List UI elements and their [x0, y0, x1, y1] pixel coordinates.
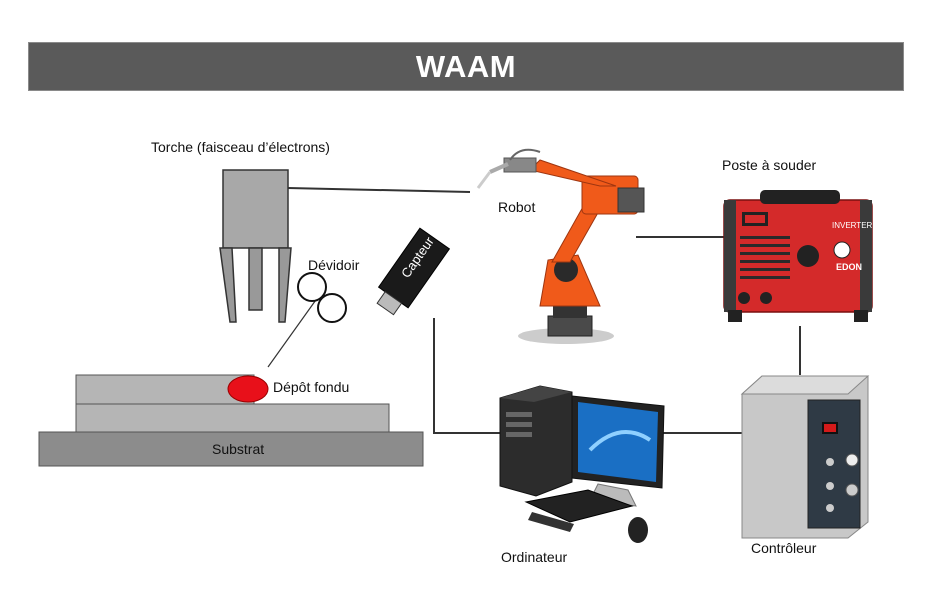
welder-model-text: INVERTER DC WELDER — [832, 221, 923, 230]
wire-line — [267, 296, 319, 368]
wire-feeder-label: Dévidoir — [308, 257, 360, 273]
substrate-block — [38, 431, 424, 467]
welder-brand-text: EDON — [836, 262, 862, 272]
controller-label: Contrôleur — [751, 540, 817, 556]
deposit-layer-1 — [75, 403, 390, 433]
deposit-layer-2 — [75, 374, 255, 405]
robot-arm-icon — [476, 148, 645, 344]
melt-pool-label: Dépôt fondu — [273, 379, 350, 395]
sensor-icon — [376, 227, 451, 316]
computer-label: Ordinateur — [501, 549, 568, 565]
connection-lines — [267, 187, 801, 434]
wire-feeder-rollers-icon — [297, 272, 347, 323]
title-bar: WAAM — [28, 42, 904, 91]
robot-label: Robot — [498, 199, 536, 215]
torch-label: Torche (faisceau d’électrons) — [151, 139, 330, 155]
line-torch-robot — [287, 187, 471, 193]
welder-label: Poste à souder — [722, 157, 817, 173]
controller-box-icon — [740, 375, 870, 539]
melt-pool — [227, 375, 269, 403]
torch-icon — [219, 169, 292, 323]
welding-machine-icon: INVERTER DC WELDER EDON — [723, 190, 923, 322]
page-title: WAAM — [415, 48, 517, 84]
line-sensor-computer — [433, 318, 505, 434]
substrate-label: Substrat — [212, 441, 265, 457]
computer-icon — [499, 385, 665, 543]
